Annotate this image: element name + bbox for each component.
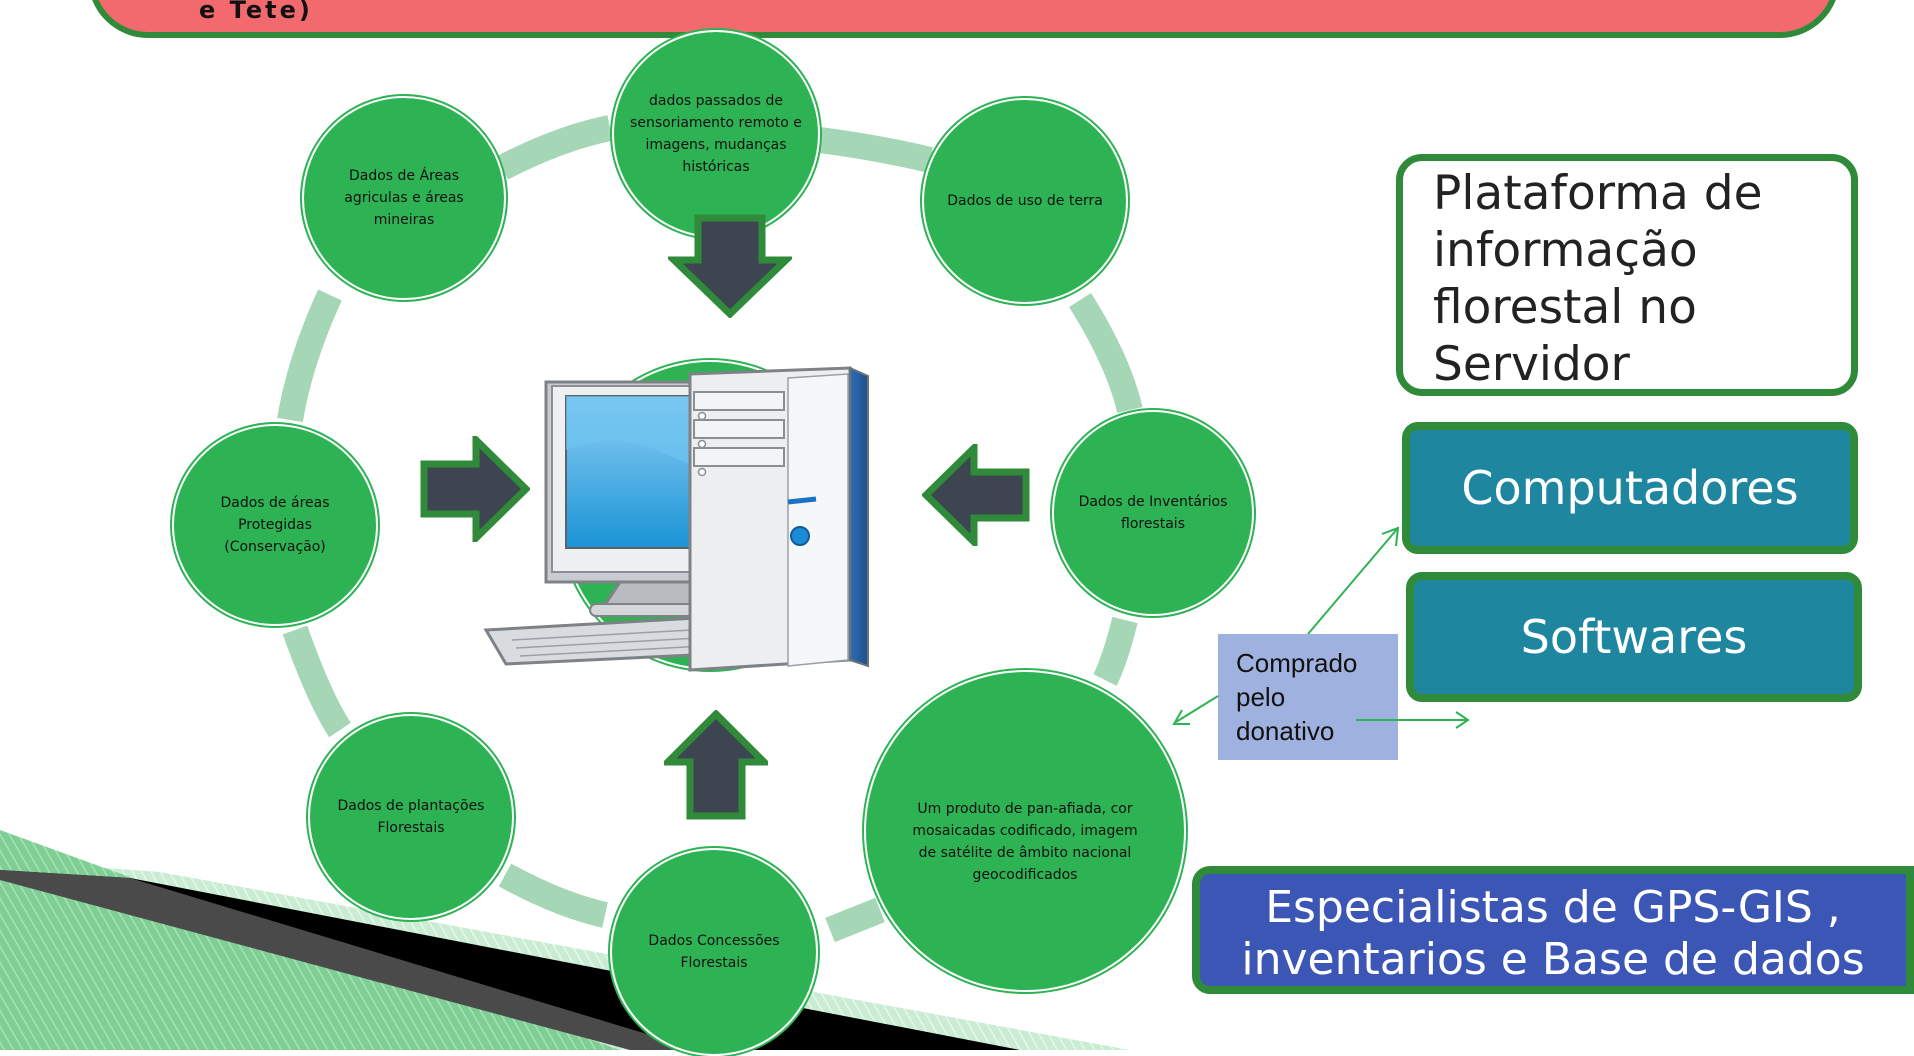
platform-box: Plataforma de informação florestal no Se… <box>1396 154 1858 396</box>
connector-arrows <box>1172 526 1470 729</box>
top-banner: e Tete) <box>88 0 1840 38</box>
specialists-box: Especialistas de GPS-GIS , inventarios e… <box>1192 866 1914 994</box>
node-agricultural-mining: Dados de Áreas agriculas e áreas mineira… <box>302 96 506 300</box>
node-forest-concessions: Dados Concessões Florestais <box>610 848 818 1056</box>
computers-box: Computadores <box>1402 422 1858 554</box>
ring-segment-2 <box>818 127 934 173</box>
ring-segment-7 <box>282 625 351 738</box>
arrow-to-node <box>1175 695 1219 723</box>
software-label: Softwares <box>1520 610 1748 664</box>
ring-segment-3 <box>1069 293 1143 414</box>
node-land-use: Dados de uso de terra <box>922 98 1128 304</box>
node-forest-plantations: Dados de plantações Florestais <box>308 714 514 920</box>
specialists-label: Especialistas de GPS-GIS , inventarios e… <box>1241 882 1865 985</box>
computer-icon <box>483 366 869 672</box>
node-protected-areas: Dados de áreas Protegidas (Conservação) <box>172 424 378 626</box>
ring-segment-4 <box>1093 616 1138 686</box>
node-forest-inventory: Dados de Inventários florestais <box>1052 410 1254 616</box>
arrow-to-computers <box>1307 527 1399 635</box>
arrow-down-icon <box>668 214 792 318</box>
computers-label: Computadores <box>1461 461 1799 515</box>
node-satellite-product: Um produto de pan-afiada, cor mosaicadas… <box>864 670 1186 992</box>
ring-segment-1 <box>496 115 613 180</box>
arrow-left-icon <box>922 444 1030 546</box>
purchase-box: Comprado pelo donativo <box>1218 634 1398 760</box>
software-box: Softwares <box>1406 572 1862 702</box>
ring-connectors <box>277 115 1143 943</box>
ring-segment-6 <box>498 863 608 928</box>
ring-segment-8 <box>277 289 342 423</box>
tower <box>688 366 869 672</box>
purchase-label: Comprado pelo donativo <box>1236 648 1358 746</box>
ring-segment-5 <box>825 897 885 943</box>
banner-title: e Tete) <box>199 0 313 24</box>
node-remote-sensing: dados passados de sensoriamento remoto e… <box>612 30 820 238</box>
arrow-up-icon <box>664 710 768 820</box>
platform-label: Plataforma de informação florestal no Se… <box>1433 166 1763 392</box>
arrow-right-icon <box>420 436 530 542</box>
